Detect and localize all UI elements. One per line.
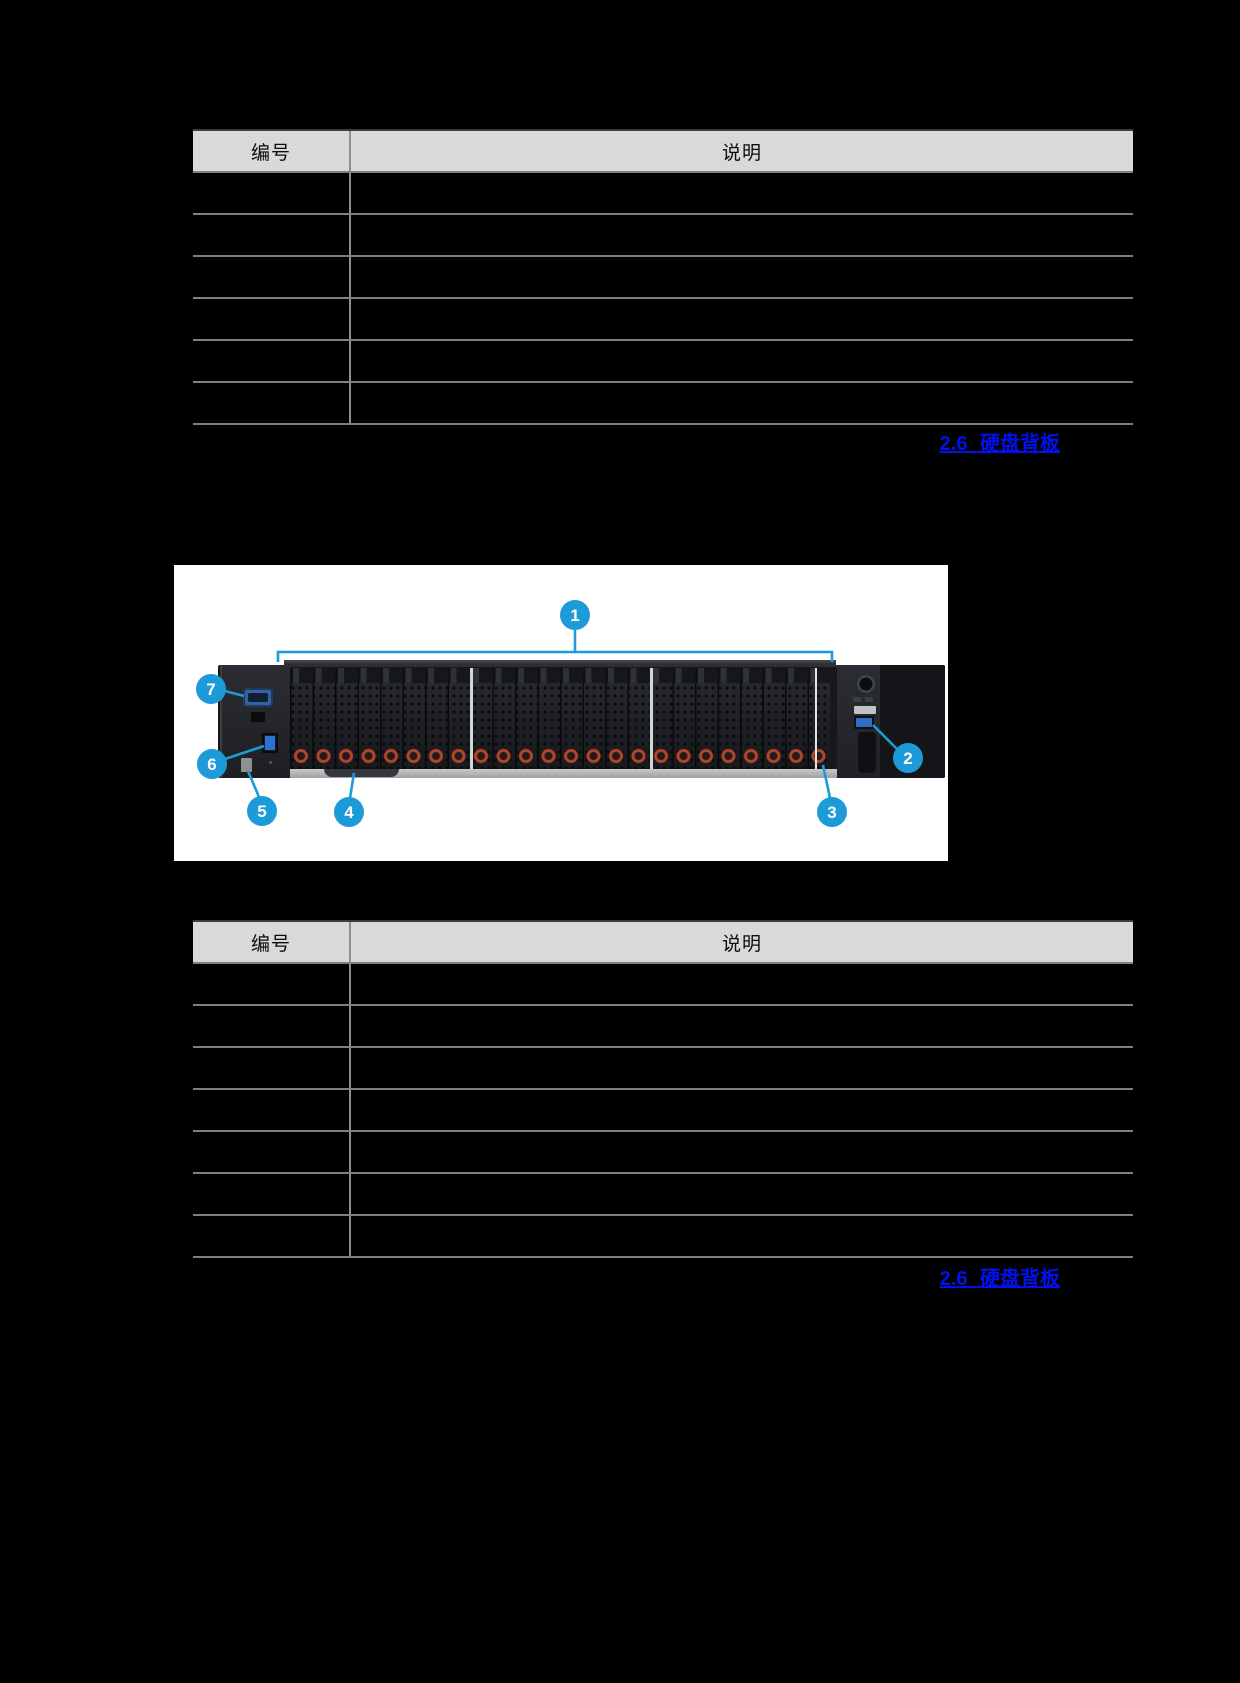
table-cell xyxy=(351,341,1133,381)
leader-4 xyxy=(348,772,356,799)
callout-6: 6 xyxy=(197,749,227,779)
table-cell xyxy=(193,964,351,1004)
table-cell xyxy=(193,173,351,213)
svg-text:2: 2 xyxy=(903,749,912,768)
table-row xyxy=(193,215,1133,257)
bay-divider-1 xyxy=(470,668,473,769)
table-front-panel: 编号 说明 xyxy=(193,920,1133,1258)
callout-5: 5 xyxy=(247,796,277,826)
pinhole-led-icon xyxy=(269,761,272,764)
svg-text:6: 6 xyxy=(207,755,216,774)
table-cell xyxy=(193,1174,351,1214)
link-hdd-backplane-bottom[interactable]: 2.6 硬盘背板 xyxy=(939,1268,1060,1290)
table-row xyxy=(193,257,1133,299)
callout-7: 7 xyxy=(196,674,226,704)
table-cell xyxy=(351,257,1133,297)
table-row xyxy=(193,341,1133,383)
callout-3: 3 xyxy=(817,797,847,827)
table-header-row: 编号 说明 xyxy=(193,129,1133,173)
link-hdd-backplane-top[interactable]: 2.6 硬盘背板 xyxy=(939,433,1060,455)
drive-handles xyxy=(290,668,830,683)
table-body xyxy=(193,173,1133,425)
table-cell xyxy=(351,1216,1133,1256)
callout-1: 1 xyxy=(560,600,590,630)
table-cell xyxy=(193,1048,351,1088)
table-row xyxy=(193,1006,1133,1048)
table-cell xyxy=(351,1006,1133,1046)
svg-text:4: 4 xyxy=(344,803,354,822)
col-header-description: 说明 xyxy=(721,933,762,955)
vga-port-icon xyxy=(243,688,273,707)
col-header-description: 说明 xyxy=(721,142,762,164)
table-cell xyxy=(351,173,1133,213)
right-ear-latch xyxy=(858,732,876,773)
table-header-row: 编号 说明 xyxy=(193,920,1133,964)
right-ear-slot xyxy=(854,706,876,714)
table-cell xyxy=(193,1216,351,1256)
status-led-icon xyxy=(853,697,861,702)
table-cell xyxy=(193,1132,351,1172)
table-row xyxy=(193,1048,1133,1090)
table-cell xyxy=(193,257,351,297)
svg-text:1: 1 xyxy=(570,606,579,625)
power-button-icon xyxy=(857,675,875,693)
table-cell xyxy=(351,964,1133,1004)
leader-7 xyxy=(224,689,245,698)
table-front-controls: 编号 说明 xyxy=(193,129,1133,425)
table-cell xyxy=(351,1174,1133,1214)
table-row xyxy=(193,173,1133,215)
table-cell xyxy=(351,215,1133,255)
service-tag-tab xyxy=(324,769,399,777)
table-cell xyxy=(351,1090,1133,1130)
chassis-bottom-strip xyxy=(255,769,905,778)
leader-3 xyxy=(821,764,832,799)
bay-divider-3 xyxy=(815,668,817,769)
table-cell xyxy=(193,383,351,423)
table-cell xyxy=(193,341,351,381)
table-cell xyxy=(193,1006,351,1046)
usb-port-right-icon xyxy=(854,716,874,729)
table-cell xyxy=(351,299,1133,339)
col-header-number: 编号 xyxy=(193,131,351,171)
left-ear-slot xyxy=(251,712,265,722)
svg-text:5: 5 xyxy=(257,802,266,821)
callout-4: 4 xyxy=(334,797,364,827)
uid-led-icon xyxy=(865,697,873,702)
svg-text:3: 3 xyxy=(827,803,836,822)
callout-1-bracket xyxy=(276,650,834,662)
table-row xyxy=(193,1090,1133,1132)
table-row xyxy=(193,383,1133,425)
table-row xyxy=(193,1174,1133,1216)
table-row xyxy=(193,1132,1133,1174)
drive-release-rings xyxy=(290,743,830,769)
table-cell xyxy=(193,215,351,255)
leader-5 xyxy=(246,770,261,798)
table-row xyxy=(193,299,1133,341)
table-row xyxy=(193,1216,1133,1258)
callout-overlay: 1 2 3 4 5 6 7 xyxy=(196,600,923,827)
table-cell xyxy=(351,1132,1133,1172)
usb-port-left-icon xyxy=(262,733,278,753)
table-row xyxy=(193,964,1133,1006)
table-cell xyxy=(351,1048,1133,1088)
figure-server-front-view: 1 2 3 4 5 6 7 xyxy=(174,565,948,861)
svg-text:7: 7 xyxy=(206,680,215,699)
col-header-number: 编号 xyxy=(193,922,351,962)
table-cell xyxy=(193,1090,351,1130)
table-cell xyxy=(351,383,1133,423)
table-body xyxy=(193,964,1133,1258)
leader-6 xyxy=(224,744,265,761)
bay-divider-2 xyxy=(650,668,653,769)
leader-2 xyxy=(872,724,898,750)
micro-usb-port-icon xyxy=(241,758,252,772)
table-cell xyxy=(193,299,351,339)
callout-2: 2 xyxy=(893,743,923,773)
